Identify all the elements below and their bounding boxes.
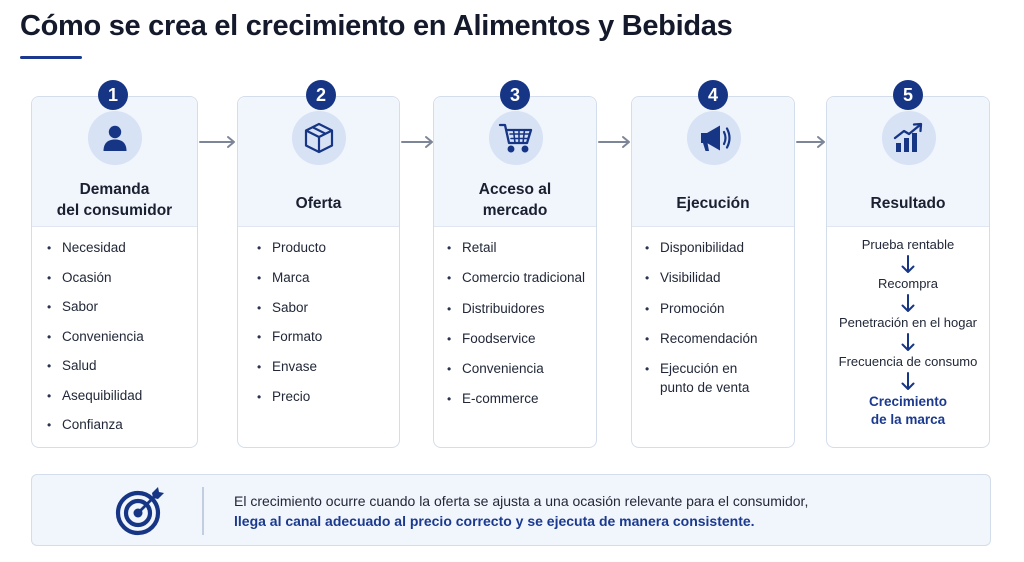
bullet-list: Disponibilidad Visibilidad Promoción Rec… — [644, 239, 788, 397]
arrow-right-icon — [796, 136, 825, 148]
box-icon — [292, 111, 346, 165]
card-title-line: mercado — [482, 202, 548, 219]
list-item: Comercio tradicional — [446, 269, 590, 287]
list-item: Visibilidad — [644, 269, 788, 287]
flow-step: Recompra — [878, 276, 938, 291]
list-item: Promoción — [644, 300, 788, 318]
megaphone-icon — [687, 111, 741, 165]
title-underline — [20, 56, 82, 59]
list-item: Confianza — [46, 416, 191, 434]
final-line: Crecimiento — [868, 394, 948, 409]
card-title-line: Ejecución — [676, 195, 750, 212]
list-item: Asequibilidad — [46, 387, 191, 405]
list-item: Conveniencia — [446, 360, 590, 378]
list-item: Salud — [46, 357, 191, 375]
arrow-down-icon — [901, 294, 915, 312]
list-item: Sabor — [256, 299, 393, 317]
card-title: Resultado — [833, 193, 983, 214]
list-item: Recomendación — [644, 330, 788, 348]
list-item: Necesidad — [46, 239, 191, 257]
card-header: Demanda del consumidor — [32, 97, 197, 227]
step-card-result: Resultado Prueba rentable Recompra Penet… — [826, 96, 990, 448]
list-item: Ejecución en — [644, 360, 788, 378]
list-item: Envase — [256, 358, 393, 376]
list-item: Disponibilidad — [644, 239, 788, 257]
list-item: Ocasión — [46, 269, 191, 287]
card-title: Acceso al mercado — [440, 179, 590, 221]
person-icon — [88, 111, 142, 165]
list-item: Retail — [446, 239, 590, 257]
footer-text: El crecimiento ocurre cuando la oferta s… — [234, 491, 808, 531]
bullet-list: Producto Marca Sabor Formato Envase Prec… — [256, 239, 393, 406]
step-card-offer: Oferta Producto Marca Sabor Formato Enva… — [237, 96, 400, 448]
list-item: Sabor — [46, 298, 191, 316]
list-item: E-commerce — [446, 390, 590, 408]
page-title: Cómo se crea el crecimiento en Alimentos… — [20, 10, 733, 42]
arrow-right-icon — [598, 136, 630, 148]
card-title-line: Oferta — [295, 195, 342, 212]
arrow-right-icon — [199, 136, 235, 148]
flow-step: Prueba rentable — [861, 237, 955, 252]
flow-final-result: Crecimiento de la marca — [827, 393, 989, 429]
arrow-down-icon — [901, 255, 915, 273]
flow-step: Frecuencia de consumo — [838, 354, 978, 369]
step-number-badge: 1 — [98, 80, 128, 110]
arrow-down-icon — [901, 333, 915, 351]
list-item: Producto — [256, 239, 393, 257]
list-item: Conveniencia — [46, 328, 191, 346]
card-header: Oferta — [238, 97, 399, 227]
final-line: de la marca — [870, 412, 946, 427]
card-header: Acceso al mercado — [434, 97, 596, 227]
shopping-cart-icon — [489, 111, 543, 165]
list-item: Foodservice — [446, 330, 590, 348]
card-title: Demanda del consumidor — [38, 179, 191, 221]
flow-step: Penetración en el hogar — [838, 315, 978, 330]
list-item: Marca — [256, 269, 393, 287]
result-flow: Prueba rentable Recompra Penetración en … — [827, 237, 989, 429]
card-title-line: del consumidor — [56, 202, 173, 219]
list-item-continuation: punto de venta — [660, 380, 750, 396]
arrow-down-icon — [901, 372, 915, 390]
footer-line: El crecimiento ocurre cuando la oferta s… — [234, 493, 809, 509]
list-item: Precio — [256, 388, 393, 406]
card-title: Ejecución — [638, 193, 788, 214]
step-number-badge: 2 — [306, 80, 336, 110]
summary-footer: El crecimiento ocurre cuando la oferta s… — [31, 474, 991, 546]
card-title-line: Resultado — [870, 195, 946, 212]
arrow-right-icon — [401, 136, 433, 148]
card-title: Oferta — [244, 193, 393, 214]
card-header: Ejecución — [632, 97, 794, 227]
step-number-badge: 5 — [893, 80, 923, 110]
footer-divider — [202, 487, 204, 535]
step-card-execution: Ejecución Disponibilidad Visibilidad Pro… — [631, 96, 795, 448]
card-title-line: Demanda — [79, 181, 150, 198]
list-item: Distribuidores — [446, 300, 590, 318]
footer-line-highlight: llega al canal adecuado al precio correc… — [234, 513, 755, 529]
card-header: Resultado — [827, 97, 989, 227]
bullet-list: Retail Comercio tradicional Distribuidor… — [446, 239, 590, 408]
step-card-market-access: Acceso al mercado Retail Comercio tradic… — [433, 96, 597, 448]
step-card-demand: Demanda del consumidor Necesidad Ocasión… — [31, 96, 198, 448]
growth-chart-icon — [882, 111, 936, 165]
step-number-badge: 4 — [698, 80, 728, 110]
step-number-badge: 3 — [500, 80, 530, 110]
bullet-list: Necesidad Ocasión Sabor Conveniencia Sal… — [46, 239, 191, 434]
target-icon — [115, 487, 164, 536]
card-title-line: Acceso al — [478, 181, 552, 198]
list-item: Formato — [256, 328, 393, 346]
